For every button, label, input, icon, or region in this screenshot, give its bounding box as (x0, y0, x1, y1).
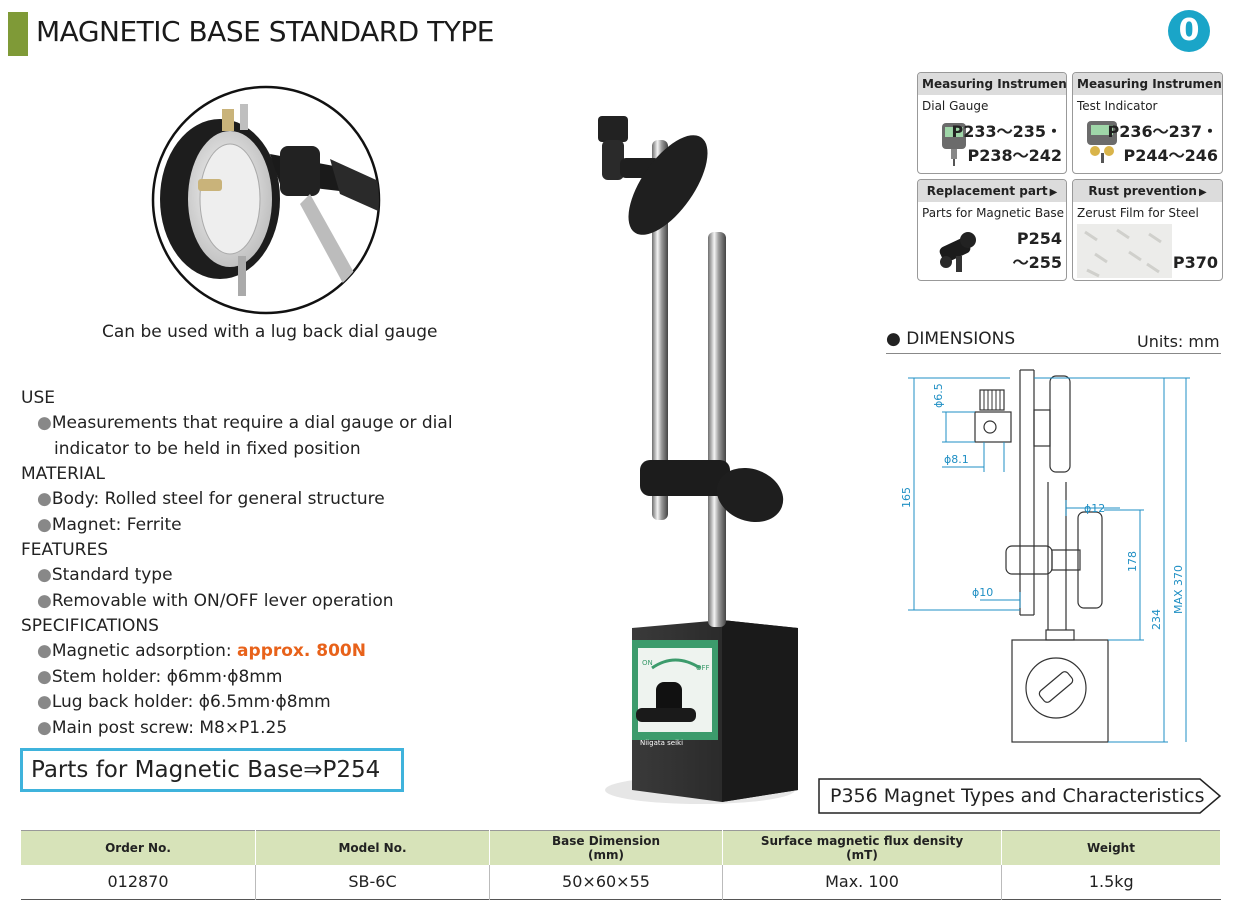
table-header: Order No. (21, 830, 256, 865)
right-arrow-icon: ▶ (1198, 187, 1207, 198)
dimensions-heading: ● DIMENSIONS (886, 329, 1015, 349)
ref-sub-label: Zerust Film for Steel (1077, 206, 1199, 220)
magnet-types-link-shape (818, 778, 1222, 814)
bullet-text: Magnetic adsorption: (51, 641, 238, 661)
ref-head-label: Measuring Instruments (1077, 77, 1223, 91)
ref-replacement-part[interactable]: Replacement part▶ Parts for Magnetic Bas… (917, 179, 1067, 281)
units-label: Units: mm (1137, 332, 1220, 351)
photo-caption: Can be used with a lug back dial gauge (102, 322, 438, 342)
list-item: ●Body: Rolled steel for general structur… (21, 487, 581, 513)
model-no-cell: SB-6C (255, 864, 490, 899)
ref-page: P233～235・ (951, 122, 1062, 141)
test-indicator-icon (1087, 121, 1117, 163)
product-photo: Niigata seiki ON OFF (598, 116, 798, 804)
spec-list: USE ●Measurements that require a dial ga… (21, 386, 581, 741)
bullet-text: Main post screw: M8×P1.25 (51, 717, 288, 738)
bullet-icon: ● (37, 565, 52, 585)
ref-head-label: Rust prevention (1088, 184, 1197, 198)
table-header: Weight (1001, 830, 1221, 865)
bullet-icon: ● (37, 590, 52, 611)
right-arrow-icon: ▶ (1049, 187, 1058, 198)
table-header: Model No. (255, 830, 490, 865)
list-item: ●Measurements that require a dial gauge … (21, 411, 581, 437)
closeup-photo (151, 85, 381, 315)
dimension-drawing: ϕ6.5 ϕ8.1 ϕ12 ϕ10 165 178 234 MAX 370 (900, 369, 1190, 743)
dim-d10: ϕ10 (972, 586, 993, 599)
bullet-text: Magnet: Ferrite (51, 514, 182, 535)
magnet-types-link[interactable]: P356 Magnet Types and Characteristics (830, 785, 1205, 807)
bullet-text: Removable with ON/OFF lever operation (51, 590, 394, 611)
title-accent-bar (8, 12, 28, 56)
dim-h178: 178 (1126, 551, 1139, 572)
brand-label: Niigata seiki (640, 739, 683, 747)
on-label: ON (642, 659, 653, 667)
list-item: ●Magnetic adsorption: approx. 800N (21, 639, 581, 665)
material-heading: MATERIAL (21, 464, 106, 484)
ref-head-label: Replacement part (926, 184, 1048, 198)
dim-d65: ϕ6.5 (932, 383, 945, 408)
ref-sub-label: Test Indicator (1077, 99, 1158, 113)
ref-page: P254 (1016, 229, 1062, 248)
ref-dial-gauge[interactable]: Measuring Instruments▶ Dial Gauge P233～2… (917, 72, 1067, 174)
off-label: OFF (696, 664, 710, 672)
bullet-icon: ● (37, 692, 52, 712)
flux-density-cell: Max. 100 (722, 864, 1002, 899)
spec-table: Order No. Model No. Base Dimension(mm) S… (21, 830, 1221, 900)
table-header: Surface magnetic flux density(mT) (722, 830, 1002, 865)
specifications-heading: SPECIFICATIONS (21, 616, 159, 636)
bullet-icon: ● (37, 514, 52, 535)
table-row: 012870 SB-6C 50×60×55 Max. 100 1.5kg (21, 864, 1221, 899)
bullet-icon: ● (886, 329, 901, 349)
dim-h234: 234 (1150, 609, 1163, 630)
dim-h165: 165 (900, 487, 913, 508)
ref-page: ～255 (1012, 253, 1062, 272)
category-badge: 0 (1168, 10, 1210, 52)
ref-head-label: Measuring Instruments (922, 77, 1067, 91)
ref-page: P244～246 (1123, 146, 1218, 165)
bullet-icon: ● (37, 666, 52, 687)
features-heading: FEATURES (21, 540, 109, 560)
order-no-cell: 012870 (107, 872, 169, 891)
list-item: ●Lug back holder: ϕ6.5mm·ϕ8mm (21, 690, 581, 716)
page-title: MAGNETIC BASE STANDARD TYPE (36, 15, 494, 48)
use-heading: USE (21, 388, 55, 408)
bullet-text: Body: Rolled steel for general structure (51, 489, 385, 509)
list-item: ●Main post screw: M8×P1.25 (21, 716, 581, 742)
ref-test-indicator[interactable]: Measuring Instruments▶ Test Indicator P2… (1072, 72, 1223, 174)
base-dimension-cell: 50×60×55 (489, 864, 723, 899)
dimensions-label: DIMENSIONS (906, 329, 1016, 349)
parts-link[interactable]: Parts for Magnetic Base⇒P254 (20, 748, 404, 792)
bullet-text: Measurements that require a dial gauge o… (51, 413, 453, 433)
ref-page: P370 (1172, 253, 1218, 272)
bullet-text: Standard type (51, 565, 173, 585)
dim-d12: ϕ12 (1084, 502, 1105, 515)
list-item: ●Stem holder: ϕ6mm·ϕ8mm (21, 665, 581, 691)
film-icon (1077, 224, 1172, 278)
bullet-icon: ● (37, 489, 52, 509)
list-item: ●Standard type (21, 563, 581, 589)
ref-sub-label: Dial Gauge (922, 99, 989, 113)
dim-max370: MAX 370 (1172, 565, 1185, 614)
bullet-text: Stem holder: ϕ6mm·ϕ8mm (51, 666, 283, 687)
weight-cell: 1.5kg (1001, 864, 1221, 899)
ref-rust-prevention[interactable]: Rust prevention▶ Zerust Film for Steel P… (1072, 179, 1223, 281)
bullet-text: Lug back holder: ϕ6.5mm·ϕ8mm (51, 692, 331, 712)
list-item: ●Removable with ON/OFF lever operation (21, 589, 581, 615)
bullet-icon: ● (37, 717, 52, 738)
adsorption-value: approx. 800N (237, 641, 366, 661)
table-header: Base Dimension(mm) (489, 830, 723, 865)
dimensions-rule (886, 353, 1221, 354)
ref-page: P236～237・ (1107, 122, 1218, 141)
ref-sub-label: Parts for Magnetic Base (922, 206, 1065, 220)
holder-part-icon (939, 232, 976, 272)
dial-gauge-icon (942, 123, 966, 166)
list-item: ●Magnet: Ferrite (21, 513, 581, 539)
bullet-icon: ● (37, 413, 52, 433)
bullet-icon: ● (37, 641, 52, 661)
list-item: indicator to be held in fixed position (54, 438, 361, 459)
ref-page: P238～242 (967, 146, 1062, 165)
dim-d81: ϕ8.1 (944, 453, 969, 466)
